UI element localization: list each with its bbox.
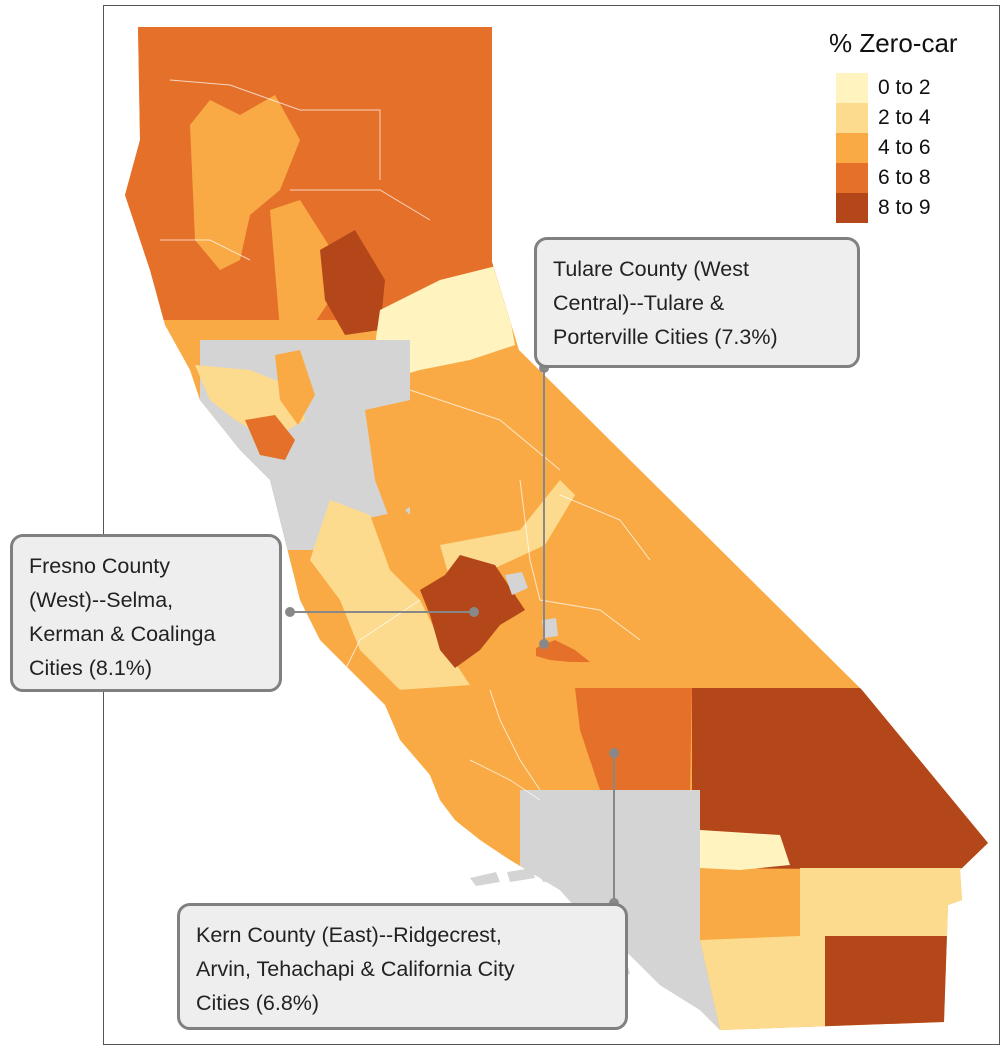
- county-border-line: [169, 79, 381, 180]
- callout-line: Arvin, Tehachapi & California City: [196, 957, 515, 981]
- callout-line: Tulare County (West: [553, 257, 749, 281]
- region-madera: [440, 480, 575, 580]
- kern-location-dot: [609, 748, 619, 758]
- fresno-anchor-dot: [285, 607, 295, 617]
- region-coast-light: [310, 500, 470, 690]
- legend-item: 4 to 6: [836, 133, 931, 163]
- region-tulare-west: [536, 640, 590, 662]
- callout-line: Fresno County: [29, 554, 171, 578]
- tulare-location-dot: [539, 639, 549, 649]
- legend-item: 6 to 8: [836, 163, 931, 193]
- region-shasta: [190, 95, 300, 270]
- callout-line: Central)--Tulare &: [553, 291, 725, 315]
- legend-item: 0 to 2: [836, 73, 931, 103]
- legend-swatch: [836, 193, 868, 223]
- legend-swatch: [836, 163, 868, 193]
- county-border-line: [409, 389, 561, 471]
- region-imperial: [825, 936, 988, 1030]
- county-border-line: [559, 494, 651, 561]
- county-borders: [160, 79, 651, 801]
- island: [507, 868, 535, 882]
- legend-label: 2 to 4: [878, 106, 931, 129]
- legend-swatch: [836, 103, 868, 133]
- county-border-line: [519, 479, 641, 641]
- callout-line: (West)--Selma,: [29, 588, 174, 612]
- region-inland-light: [700, 830, 790, 870]
- island: [540, 872, 562, 882]
- legend-title: % Zero-car: [829, 28, 958, 58]
- fresno-callout: Fresno County (West)--Selma, Kerman & Co…: [10, 534, 282, 692]
- kern-callout: Kern County (East)--Ridgecrest, Arvin, T…: [177, 903, 628, 1030]
- region-riverside-east: [800, 868, 988, 936]
- legend-swatch: [836, 73, 868, 103]
- fresno-location-dot: [469, 607, 479, 617]
- region-plumas: [320, 230, 385, 335]
- callout-line: Kern County (East)--Ridgecrest,: [196, 923, 502, 947]
- legend-label: 8 to 9: [878, 196, 931, 219]
- region-kern-east: [575, 688, 692, 790]
- region-hemet: [755, 878, 795, 928]
- callout-line: Cities (8.1%): [29, 656, 153, 680]
- region-napa: [245, 415, 295, 460]
- callout-line: Cities (6.8%): [196, 991, 320, 1015]
- region-san-diego-light: [700, 935, 825, 1030]
- legend-label: 6 to 8: [878, 166, 931, 189]
- callout-line: Porterville Cities (7.3%): [553, 325, 778, 349]
- tulare-callout: Tulare County (West Central)--Tulare & P…: [534, 237, 860, 368]
- island: [470, 872, 500, 886]
- region-lake: [275, 350, 315, 425]
- legend-item: 2 to 4: [836, 103, 931, 133]
- county-border-line: [489, 689, 541, 791]
- region-merced: [360, 510, 440, 580]
- callout-line: Kerman & Coalinga: [29, 622, 216, 646]
- region-nodata-fresno-city: [505, 572, 528, 595]
- legend-swatch: [836, 133, 868, 163]
- region-gold-country: [365, 400, 440, 520]
- region-nodata-visalia: [542, 618, 558, 638]
- region-san-bernardino: [692, 688, 988, 870]
- county-border-line: [469, 759, 541, 801]
- callout-leaders: [290, 368, 615, 903]
- county-border-line: [160, 239, 251, 261]
- county-border-line: [290, 189, 431, 221]
- region-tehama: [270, 200, 335, 345]
- legend-label: 4 to 6: [878, 136, 931, 159]
- region-kern-west: [480, 685, 585, 790]
- legend-item: 8 to 9: [836, 193, 931, 223]
- legend-label: 0 to 2: [878, 76, 931, 99]
